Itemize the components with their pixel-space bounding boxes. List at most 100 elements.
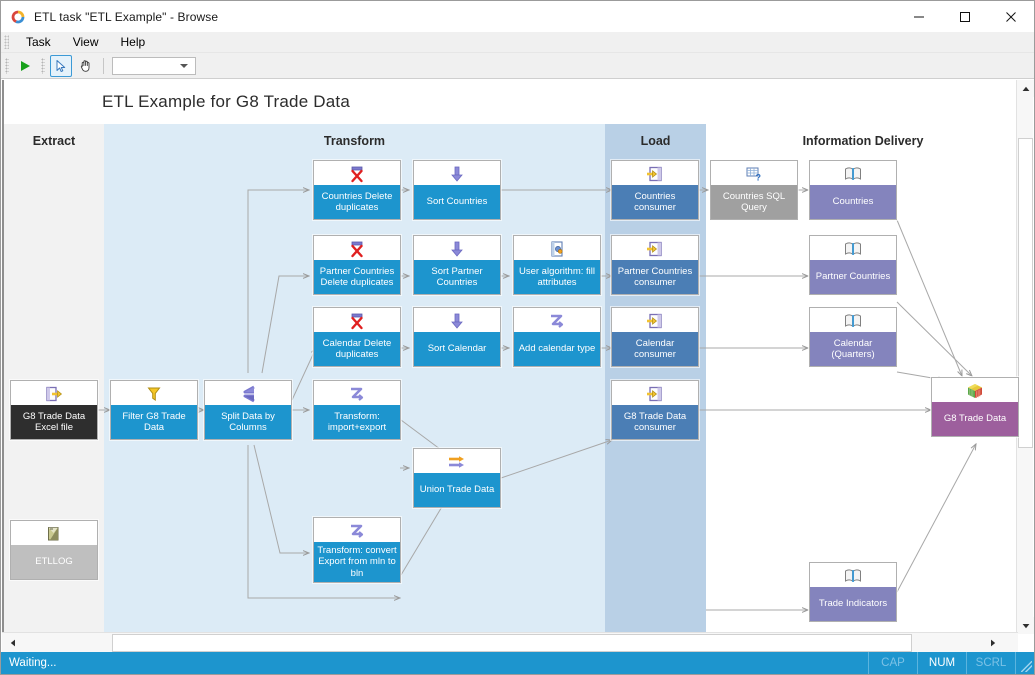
node-add-calendar-type[interactable]: Add calendar type [513,307,601,367]
node-label: Sort Calendar [414,332,500,366]
node-countries-delete-duplicates[interactable]: Countries Delete duplicates [313,160,401,220]
node-label: Countries consumer [612,185,698,219]
sort-down-icon [414,236,500,262]
run-icon [21,60,30,71]
menu-bar: Task View Help [1,32,1034,53]
vertical-scrollbar[interactable] [1016,80,1034,634]
delete-dupes-icon [314,308,400,334]
menu-item-task[interactable]: Task [26,35,51,49]
funnel-icon [111,381,197,407]
node-partner-countries[interactable]: Partner Countries [809,235,897,295]
node-partner-countries-consumer[interactable]: Partner Countries consumer [611,235,699,295]
band-label-information-delivery: Information Delivery [802,134,924,148]
node-union-trade-data[interactable]: Union Trade Data [413,448,501,508]
transform-z-icon [314,518,400,544]
pointer-tool-button[interactable] [50,54,72,77]
etl-app-icon [10,9,26,25]
node-label: G8 Trade Data Excel file [11,405,97,439]
node-g8-trade-data-excel-file[interactable]: G8 Trade Data Excel file [10,380,98,440]
scroll-left-arrow-icon[interactable] [4,634,22,652]
consumer-icon [612,236,698,262]
transform-z-icon [514,308,600,334]
toolbar-separator [103,57,104,74]
node-user-algorithm-fill-attributes[interactable]: User algorithm: fill attributes [513,235,601,295]
node-label: Partner Countries [810,260,896,294]
band-label-extract: Extract [32,134,76,148]
node-filter-g8-trade-data[interactable]: Filter G8 Trade Data [110,380,198,440]
window-controls [896,1,1034,32]
dictionary-icon [810,236,896,262]
node-etllog[interactable]: ETLLOG [10,520,98,580]
node-split-data-by-columns[interactable]: Split Data by Columns [204,380,292,440]
delete-dupes-icon [314,161,400,187]
resize-grip-icon[interactable] [1015,652,1034,674]
node-calendar-delete-duplicates[interactable]: Calendar Delete duplicates [313,307,401,367]
cube-icon [932,378,1018,404]
node-label: Countries Delete duplicates [314,185,400,219]
status-bar: Waiting... CAP NUM SCRL [1,652,1034,674]
run-button[interactable] [14,55,36,77]
node-trade-indicators[interactable]: Trade Indicators [809,562,897,622]
sql-query-icon: ? [711,161,797,187]
node-calendar-consumer[interactable]: Calendar consumer [611,307,699,367]
export-file-icon [11,381,97,407]
node-g8-trade-data-consumer[interactable]: G8 Trade Data consumer [611,380,699,440]
node-sort-partner-countries[interactable]: Sort Partner Countries [413,235,501,295]
split-icon [205,381,291,407]
sort-down-icon [414,161,500,187]
title-bar: ETL task "ETL Example" - Browse [1,1,1034,32]
node-transform-import-export[interactable]: Transform: import+export [313,380,401,440]
node-sort-countries[interactable]: Sort Countries [413,160,501,220]
chevron-down-icon [180,63,188,68]
menu-item-view[interactable]: View [72,35,99,49]
consumer-icon [612,381,698,407]
node-partner-countries-delete-duplicates[interactable]: Partner Countries Delete duplicates [313,235,401,295]
node-countries[interactable]: Countries [809,160,897,220]
node-label: Partner Countries Delete duplicates [314,260,400,294]
diagram-canvas-viewport[interactable]: ETL Example for G8 Trade Data Extract Tr… [2,80,1020,634]
maximize-button[interactable] [942,1,988,32]
node-label: Trade Indicators [810,587,896,621]
band-label-load: Load [640,134,671,148]
sort-down-icon [414,308,500,334]
status-cap-indicator: CAP [868,652,917,674]
node-label: Add calendar type [514,332,600,366]
node-label: G8 Trade Data consumer [612,405,698,439]
horizontal-scroll-thumb[interactable] [112,634,912,652]
node-label: Calendar (Quarters) [810,332,896,366]
node-transform-convert-export[interactable]: Transform: convert Export from mln to bl… [313,517,401,583]
toolbar-grip-handle-2[interactable] [41,57,45,74]
dictionary-icon [810,308,896,334]
node-label: Calendar Delete duplicates [314,332,400,366]
node-calendar-quarters[interactable]: Calendar (Quarters) [809,307,897,367]
scroll-up-arrow-icon[interactable] [1017,80,1034,97]
scroll-right-arrow-icon[interactable] [984,634,1002,652]
toolbar-grip-handle-1[interactable] [5,57,9,74]
minimize-button[interactable] [896,1,942,32]
scroll-down-arrow-icon[interactable] [1017,617,1034,634]
node-countries-sql-query[interactable]: ? Countries SQL Query [710,160,798,220]
union-arrows-icon [414,449,500,475]
node-countries-consumer[interactable]: Countries consumer [611,160,699,220]
node-sort-calendar[interactable]: Sort Calendar [413,307,501,367]
diagram-canvas: ETL Example for G8 Trade Data Extract Tr… [4,80,1020,634]
consumer-icon [612,161,698,187]
node-g8-trade-data-cube[interactable]: G8 Trade Data [931,377,1019,437]
transform-z-icon [314,381,400,407]
menu-grip-handle[interactable] [4,35,9,49]
delete-dupes-icon [314,236,400,262]
dictionary-icon [810,161,896,187]
menu-item-help[interactable]: Help [120,35,146,49]
node-label: G8 Trade Data [932,402,1018,436]
status-num-indicator: NUM [917,652,966,674]
pointer-icon [56,59,66,72]
close-button[interactable] [988,1,1034,32]
horizontal-scrollbar[interactable] [2,632,1018,653]
node-label: Transform: convert Export from mln to bl… [314,542,400,582]
node-label: ETLLOG [11,545,97,579]
node-label: Union Trade Data [414,473,500,507]
pan-tool-button[interactable] [74,55,96,77]
vertical-scroll-thumb[interactable] [1018,138,1033,448]
zoom-combo-box[interactable] [112,56,196,75]
user-algorithm-icon [514,236,600,262]
